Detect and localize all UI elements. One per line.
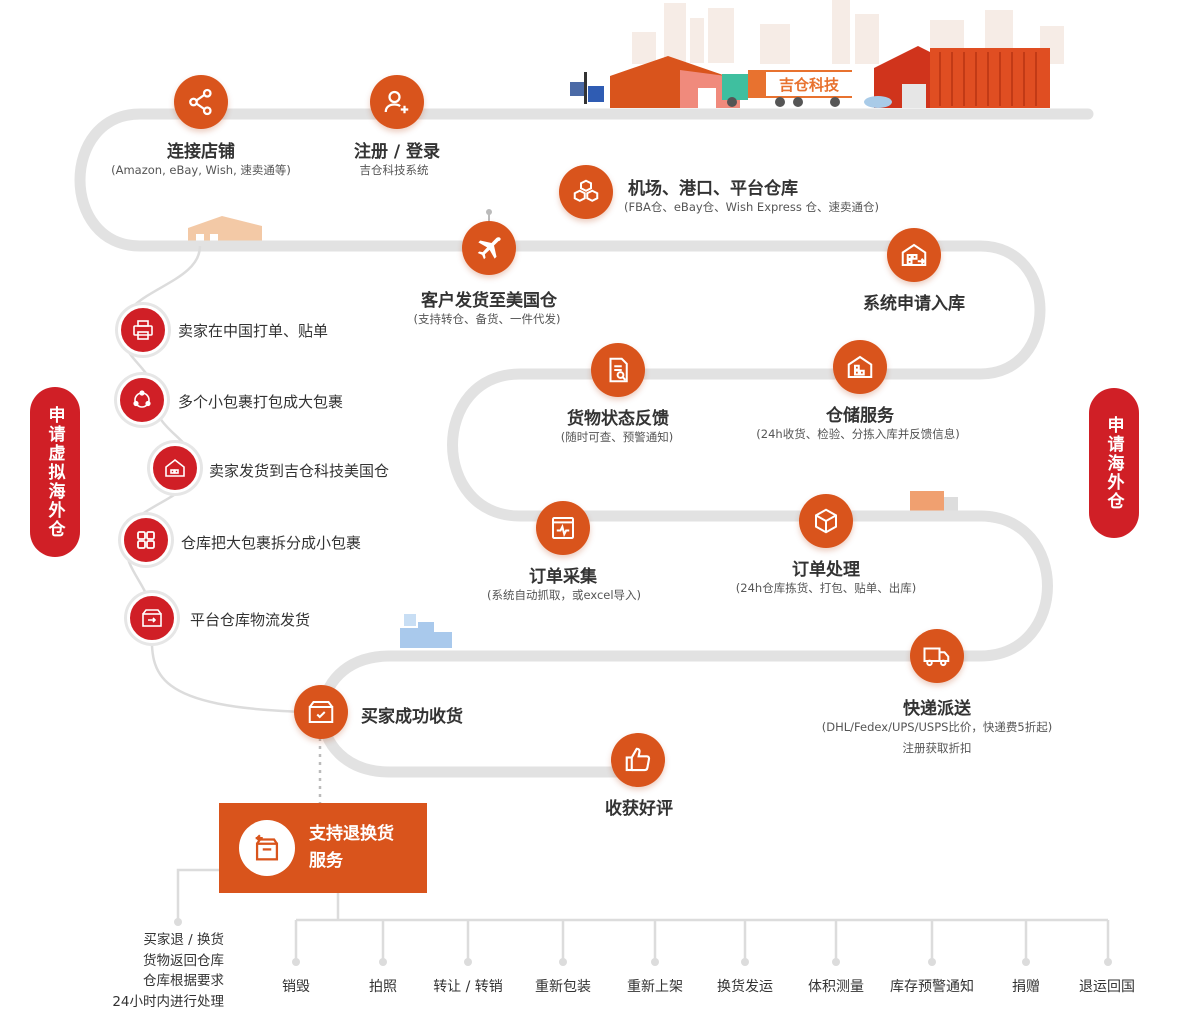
thumbs-up-icon	[625, 747, 651, 772]
return-option-repack: 重新包装	[535, 979, 591, 995]
returns-title-line2: 服务	[309, 851, 343, 871]
inbound-node	[887, 228, 941, 282]
status-feedback-sub: (随时可查、预警通知)	[560, 430, 674, 444]
return-option-stock-alert: 库存预警通知	[890, 979, 974, 995]
connect-store-node	[174, 75, 228, 129]
storage-sub: (24h收货、检验、分拣入库并反馈信息)	[756, 427, 960, 441]
boxes-icon	[573, 179, 599, 202]
returns-note-line: 24小时内进行处理	[112, 993, 224, 1010]
side-step-pack-label: 多个小包裹打包成大包裹	[178, 393, 344, 411]
side-step-split-label: 仓库把大包裹拆分成小包裹	[181, 534, 362, 552]
side-step-send-label: 卖家发货到吉仓科技美国仓	[209, 462, 390, 480]
truck-icon	[923, 647, 950, 667]
review-title: 收获好评	[605, 799, 673, 819]
side-step-send-node	[150, 443, 200, 493]
ship-us-node	[462, 221, 516, 275]
deliver-sub: (DHL/Fedex/UPS/USPS比价，快递费5折起)	[821, 720, 1053, 734]
deliver-sub2: 注册获取折扣	[902, 741, 972, 755]
overseas-warehouse-pill[interactable]: 申请海外仓	[1089, 388, 1139, 538]
return-option-measure: 体积测量	[808, 979, 864, 995]
skyline-decoration	[632, 0, 1064, 64]
order-process-node	[799, 494, 853, 548]
returns-service-box[interactable]: 支持退换货 服务	[219, 803, 427, 893]
report-icon	[609, 357, 628, 383]
ship-us-sub: (支持转仓、备货、一件代发)	[413, 312, 561, 326]
side-step-split-node	[121, 515, 171, 565]
airport-port-title: 机场、港口、平台仓库	[628, 179, 798, 199]
return-option-return-home: 退运回国	[1079, 979, 1135, 995]
warehouse-icon	[901, 243, 927, 266]
airport-port-sub: (FBA仓、eBay仓、Wish Express 仓、速卖通仓)	[624, 200, 879, 214]
storage-title: 仓储服务	[826, 406, 894, 426]
returns-note-line: 买家退 / 换货	[143, 932, 224, 948]
returns-title-line1: 支持退换货	[309, 824, 394, 844]
package-check-icon	[308, 701, 334, 723]
main-flow-path	[74, 108, 1094, 778]
order-collect-node	[536, 501, 590, 555]
received-node	[294, 685, 348, 739]
ship-us-title: 客户发货至美国仓	[421, 291, 557, 311]
inbound-title: 系统申请入库	[863, 294, 965, 314]
return-option-destroy: 销毁	[282, 979, 310, 995]
cube-icon	[815, 508, 837, 534]
printer-icon	[133, 320, 153, 340]
monitor-icon	[552, 517, 574, 539]
side-step-pack-node	[117, 375, 167, 425]
storage-icon	[847, 355, 873, 378]
return-box-icon	[255, 834, 279, 861]
returns-icon-circle	[239, 820, 295, 876]
small-warehouse-decoration	[188, 216, 262, 246]
return-option-photo: 拍照	[369, 979, 397, 995]
cycle-icon	[133, 390, 151, 408]
airplane-icon	[477, 237, 501, 260]
returns-title: 支持退换货 服务	[309, 821, 419, 875]
side-step-platform-node	[127, 593, 177, 643]
status-feedback-node	[591, 343, 645, 397]
deliver-title: 快递派送	[903, 699, 971, 719]
return-option-reshelve: 重新上架	[627, 979, 683, 995]
home-box-icon	[165, 458, 185, 477]
connect-store-title: 连接店铺	[167, 142, 235, 162]
return-tree-lines	[176, 868, 1110, 960]
returns-note-line: 货物返回仓库	[143, 952, 224, 969]
order-collect-sub: (系统自动抓取，或excel导入)	[486, 588, 642, 602]
side-step-print-label: 卖家在中国打单、贴单	[178, 322, 329, 340]
returns-note-line: 仓库根据要求	[143, 973, 224, 989]
return-option-exchange: 换货发运	[717, 979, 773, 995]
virtual-warehouse-pill[interactable]: 申请虚拟海外仓	[30, 387, 80, 557]
register-title: 注册 / 登录	[353, 142, 441, 162]
return-option-donate: 捐赠	[1012, 979, 1040, 995]
user-add-icon	[384, 90, 409, 114]
returns-note: 买家退 / 换货 货物返回仓库 仓库根据要求 24小时内进行处理	[100, 930, 224, 1012]
grid-icon	[137, 531, 155, 549]
side-step-print-node	[118, 305, 168, 355]
deliver-node	[910, 629, 964, 683]
order-process-sub: (24h仓库拣货、打包、贴单、出库)	[735, 581, 917, 595]
status-feedback-title: 货物状态反馈	[567, 409, 669, 429]
warehouse-scene-decoration	[570, 46, 1050, 108]
share-icon	[189, 88, 212, 116]
register-node	[370, 75, 424, 129]
return-option-transfer: 转让 / 转销	[433, 979, 503, 995]
order-collect-title: 订单采集	[529, 567, 597, 587]
received-title: 买家成功收货	[361, 707, 463, 727]
airport-port-node	[559, 165, 613, 219]
brand-label: 吉仓科技	[766, 72, 852, 96]
register-sub: 吉仓科技系统	[359, 163, 429, 177]
storage-node	[833, 340, 887, 394]
parcel-stack-decoration	[400, 614, 452, 648]
order-process-title: 订单处理	[792, 560, 860, 580]
box-arrow-icon	[142, 609, 162, 627]
side-step-platform-label: 平台仓库物流发货	[190, 611, 311, 629]
connect-store-sub: (Amazon, eBay, Wish, 速卖通等)	[111, 163, 291, 177]
review-node	[611, 733, 665, 787]
